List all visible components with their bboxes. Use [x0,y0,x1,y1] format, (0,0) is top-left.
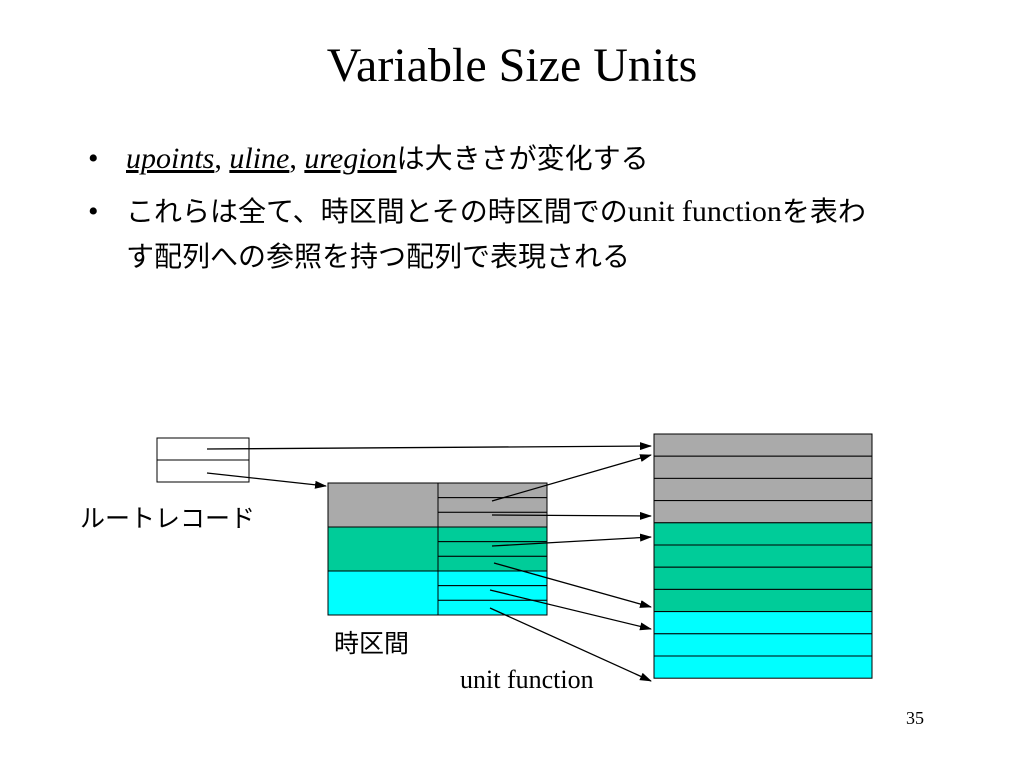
interval-pointer-cell [437,585,548,601]
pointer-arrow [489,607,652,682]
bullet-2-part-2: unit function [627,195,782,228]
unit-function-label: unit function [460,665,594,694]
bullet-2-part-1: これらは全て、時区間とその時区間での [126,195,628,228]
root-record [156,437,250,483]
unit-function-row-gray [653,455,873,479]
interval-block-cyan [327,570,439,616]
bullet-dot: • [88,142,99,175]
page-number: 35 [906,708,924,728]
bullet-2-part-3: を表わす配列への参照を持つ配列で表現される [126,195,866,273]
bullet-list: • upoints, uline, uregionは大きさが変化する • これら… [88,136,888,287]
pointer-arrow [491,511,652,520]
pointer-arrow [206,442,652,451]
bullet-item-1: • upoints, uline, uregionは大きさが変化する [88,136,888,181]
unit-function-row-cyan [653,633,873,657]
root-record-label: ルートレコード [80,504,255,533]
pointer-arrow [493,562,652,608]
unit-function-row-gray [653,433,873,457]
bullet-1-part-4: , [289,142,305,175]
unit-function-array [653,433,873,679]
bullet-1-part-5: uregion [304,142,397,175]
bullet-1-part-2: , [214,142,230,175]
interval-pointer-cell [437,497,548,513]
unit-function-row-green [653,522,873,546]
unit-function-row-cyan [653,611,873,635]
pointer-arrow [489,589,652,631]
interval-block-green [327,526,439,572]
bullet-item-2: • これらは全て、時区間とその時区間でのunit functionを表わす配列へ… [88,189,888,279]
interval-pointer-cell [437,599,548,616]
unit-function-row-green [653,566,873,590]
interval-block-gray [327,482,439,528]
unit-function-row-green [653,588,873,613]
bullet-1-part-3: uline [229,142,290,175]
interval-pointer-cell [437,555,548,572]
bullet-dot: • [88,195,99,228]
pointer-arrow [491,533,652,547]
unit-function-row-cyan [653,655,873,679]
interval-pointer-cell [437,526,548,543]
pointer-arrow [206,472,327,489]
slide-title: Variable Size Units [326,39,698,92]
unit-function-row-green [653,544,873,568]
unit-function-row-gray [653,500,873,524]
pointer-arrows [206,442,652,682]
time-interval-label: 時区間 [334,629,409,658]
bullet-1-part-6: は大きさが変化する [396,142,649,175]
root-record-field [156,459,250,483]
unit-function-row-gray [653,477,873,502]
bullet-1-part-1: upoints [126,142,215,175]
pointer-arrow [491,454,652,502]
